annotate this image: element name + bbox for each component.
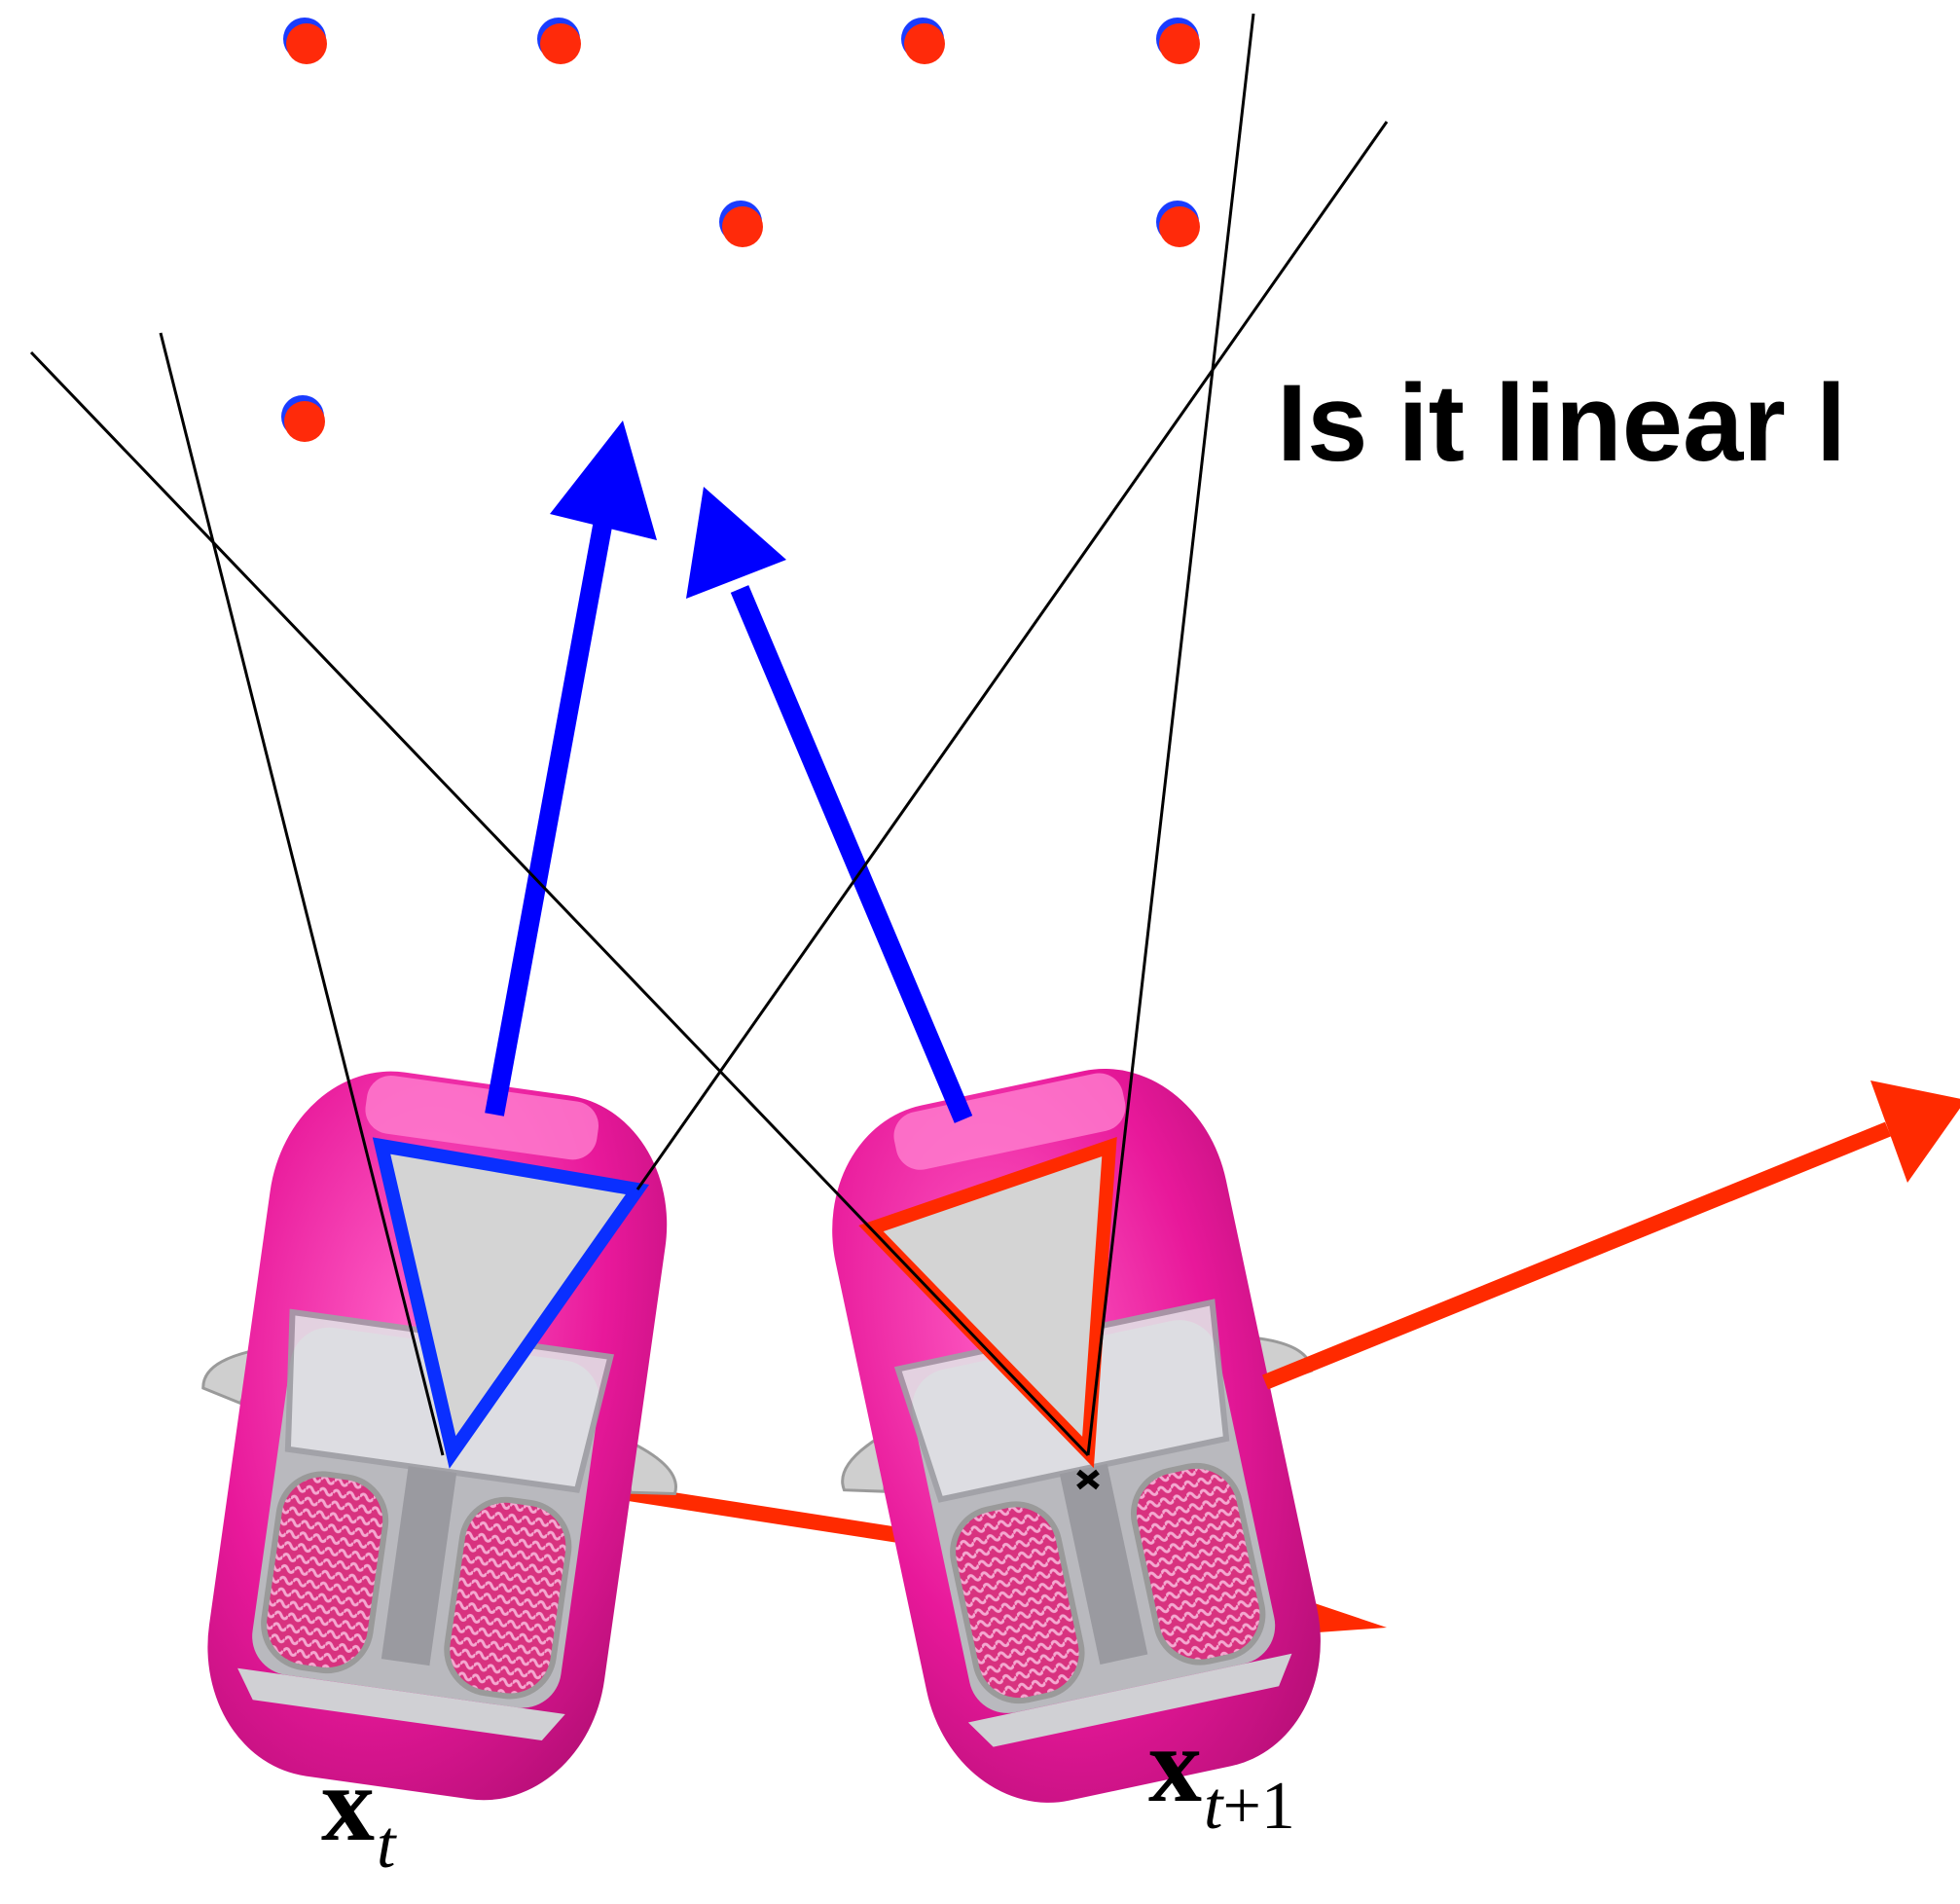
car-topdown-icon xyxy=(201,1071,677,1801)
landmark-dot-icon xyxy=(719,201,763,247)
landmark-dot-icon xyxy=(1156,18,1200,64)
camera-center-marker xyxy=(1076,1469,1100,1490)
landmarks xyxy=(281,18,1200,442)
headline: Is it linear l xyxy=(1277,362,1846,484)
landmark-dot-icon xyxy=(537,18,581,64)
label-x-t-plus-1: xt+1 xyxy=(1148,1705,1295,1844)
motion-arrow-upper xyxy=(1261,1080,1960,1390)
landmark-dot-icon xyxy=(1156,201,1200,247)
landmark-dot-icon xyxy=(281,395,325,442)
label-x-t: xt xyxy=(321,1744,397,1883)
camera-frustum-icon xyxy=(372,1137,650,1469)
projection-rays xyxy=(29,13,1389,1457)
observation-arrow-left xyxy=(485,421,657,1117)
landmark-dot-icon xyxy=(283,18,327,64)
observation-arrow-right xyxy=(686,487,973,1123)
landmark-dot-icon xyxy=(901,18,945,64)
